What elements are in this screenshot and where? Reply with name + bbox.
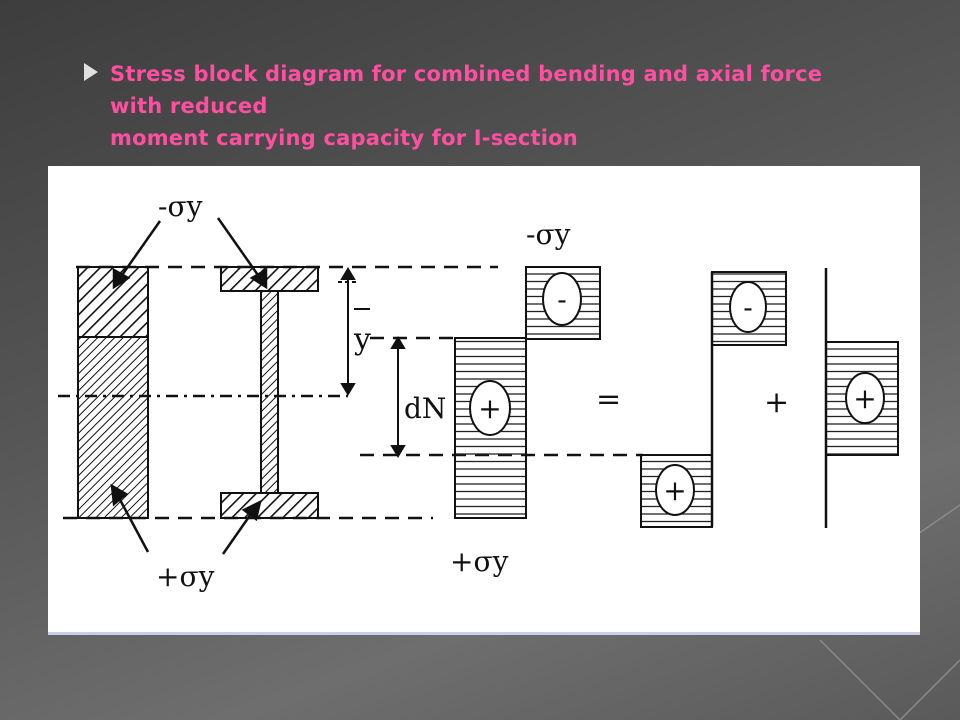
title-line-1: Stress block diagram for combined bendin…	[110, 62, 823, 86]
sigma-label-bottom-block: +σy	[450, 545, 509, 578]
sigma-label-top-block: -σy	[526, 218, 571, 251]
axial-block-plus-sign: +	[853, 382, 876, 415]
dn-dimension	[390, 336, 406, 458]
i-section-top-flange	[220, 266, 319, 292]
i-section-bottom-flange	[220, 492, 319, 519]
dn-label: dN	[404, 392, 446, 425]
slide-title: Stress block diagram for combined bendin…	[110, 58, 910, 154]
stress-block-axial	[824, 268, 899, 528]
plus-sign: +	[764, 385, 789, 420]
sigma-label-top-section: -σy	[158, 190, 203, 223]
i-section-web	[260, 290, 279, 494]
stress-block-total	[454, 266, 601, 519]
title-line-3: moment carrying capacity for I-section	[110, 126, 578, 150]
total-block-plus-sign: +	[478, 392, 501, 425]
ybar-label: y	[353, 322, 371, 357]
equals-sign: =	[596, 382, 621, 417]
title-line-2: with reduced	[110, 94, 268, 118]
stress-block-diagram: -σy +σy y dN - + -σy +σy = - + +	[58, 190, 899, 593]
ybar-dimension	[338, 267, 358, 396]
total-block-minus-sign: -	[557, 283, 566, 316]
bending-block-minus-sign: -	[743, 291, 752, 324]
i-section	[220, 266, 319, 519]
solid-section	[77, 266, 149, 519]
stress-arrows	[110, 217, 268, 555]
diagram-panel: -σy +σy y dN - + -σy +σy = - + +	[48, 166, 920, 635]
bullet-arrow-icon	[84, 63, 98, 81]
bending-block-plus-sign: +	[663, 474, 686, 507]
solid-section-top-block	[77, 266, 149, 338]
stress-block-bending	[640, 271, 787, 528]
sigma-label-bottom-section: +σy	[156, 560, 215, 593]
